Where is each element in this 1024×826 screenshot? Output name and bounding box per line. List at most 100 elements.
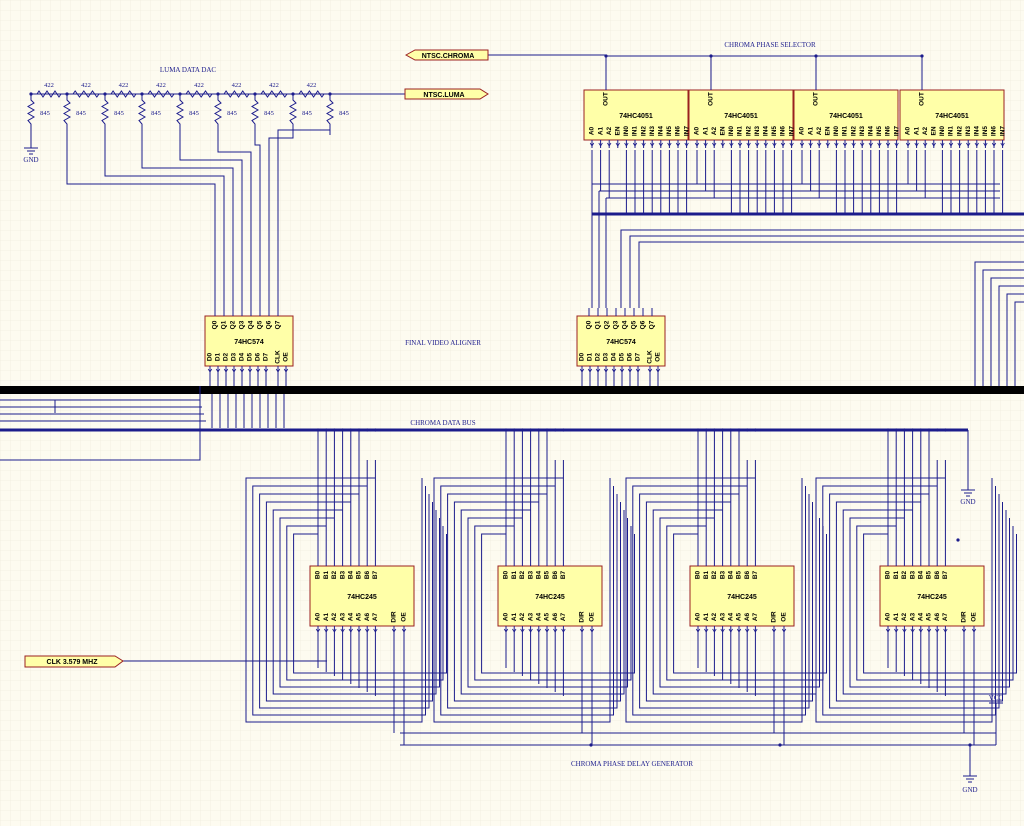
pin-label: EN (720, 126, 727, 135)
junction-dot (504, 428, 508, 432)
part-number: 74HC574 (234, 339, 264, 346)
delay-generator-label: CHROMA PHASE DELAY GENERATOR (571, 760, 693, 768)
pin-arrow (825, 142, 830, 147)
pin-arrow (675, 142, 681, 147)
resistor-value: 845 (302, 110, 312, 117)
pin-label: IN7 (788, 126, 795, 137)
series-resistor (223, 90, 250, 98)
pin-arrow (528, 628, 533, 633)
junction-dot (324, 428, 328, 432)
pin-label: A2 (331, 612, 338, 621)
resistor-value: 422 (119, 82, 129, 89)
resistor-value: 845 (264, 110, 274, 117)
pin-arrow (799, 142, 805, 147)
resistor-value: 422 (156, 82, 166, 89)
delay-loop-wire (272, 509, 437, 695)
pin-label: D4 (611, 352, 618, 361)
pin-label: OE (589, 612, 596, 622)
pin-arrow (948, 142, 954, 147)
pin-label: IN6 (780, 126, 787, 137)
pin-label: D7 (263, 352, 270, 361)
pin-arrow (780, 142, 786, 147)
pin-arrow (842, 142, 848, 147)
resistor-value: 845 (76, 110, 86, 117)
junction-dot (529, 428, 533, 432)
video-aligner-label: FINAL VIDEO ALIGNER (405, 339, 481, 347)
pin-arrow (737, 142, 743, 147)
pin-label: A6 (364, 612, 371, 621)
delay-loop-wire (849, 517, 1010, 688)
delay-loop-wire (279, 517, 440, 688)
pin-label: D6 (627, 352, 634, 361)
pin-label: A1 (893, 612, 900, 621)
ntsc-chroma-port[interactable]: NTSC.CHROMA (404, 49, 489, 61)
pin-arrow (512, 628, 517, 633)
pin-arrow (851, 142, 856, 147)
junction-dot (935, 428, 939, 432)
shunt-resistor (176, 94, 184, 135)
pin-arrow (624, 142, 629, 147)
pin-label: A2 (606, 126, 613, 135)
latch-feed-wire (620, 229, 1024, 308)
ntsc-luma-port[interactable]: NTSC.LUMA (404, 88, 489, 100)
pin-label: IN6 (675, 126, 682, 137)
delay-loop-wire (822, 485, 996, 716)
series-resistor (260, 90, 288, 98)
pin-label: A4 (348, 612, 355, 621)
part-number: 74HC4051 (935, 113, 969, 120)
delay-loop-wire (447, 493, 618, 709)
pin-arrow (736, 628, 742, 633)
pin-label: B7 (752, 570, 759, 579)
pin-label: OUT (813, 92, 820, 106)
pin-arrow (627, 368, 633, 373)
pin-arrow (695, 628, 701, 633)
pin-label: Q2 (604, 320, 611, 329)
pin-label: A7 (372, 612, 379, 621)
junction-dot (919, 428, 923, 432)
pin-arrow (595, 368, 601, 373)
pin-label: A0 (694, 126, 701, 135)
delay-loop-wire (474, 525, 632, 681)
chip-body (879, 565, 985, 627)
delay-loop-wire (842, 509, 1007, 695)
pin-arrow (694, 142, 700, 147)
chroma-selector-label: CHROMA PHASE SELECTOR (724, 41, 816, 49)
pin-label: A3 (719, 612, 726, 621)
dac-bit-wire (179, 135, 243, 308)
pin-label: D7 (635, 352, 642, 361)
pin-label: A1 (807, 126, 814, 135)
pin-arrow (910, 628, 915, 633)
bus-tap-wire (0, 386, 201, 461)
right-bus-wire (998, 285, 1024, 386)
pin-arrow (860, 142, 865, 147)
clk-port[interactable]: CLK 3.579 MHZ (24, 655, 124, 668)
pin-label: B7 (372, 570, 379, 579)
resistor-value: 422 (307, 82, 317, 89)
pin-arrow (223, 368, 229, 373)
svg-text:VCC: VCC (989, 694, 1004, 702)
pin-arrow (579, 628, 585, 633)
pin-arrow (658, 142, 663, 147)
pin-arrow (589, 142, 595, 147)
vcc-symbol: VCC (989, 694, 1004, 745)
pin-label: IN3 (859, 126, 866, 137)
pin-label: IN7 (683, 126, 690, 137)
resistor-value: 422 (194, 82, 204, 89)
pin-label: Q6 (266, 320, 273, 329)
delay-loop-wire (835, 501, 1003, 702)
pin-arrow (231, 368, 237, 373)
junction-dot (956, 538, 960, 542)
junction-dot (365, 428, 369, 432)
pin-label: A4 (536, 612, 543, 621)
